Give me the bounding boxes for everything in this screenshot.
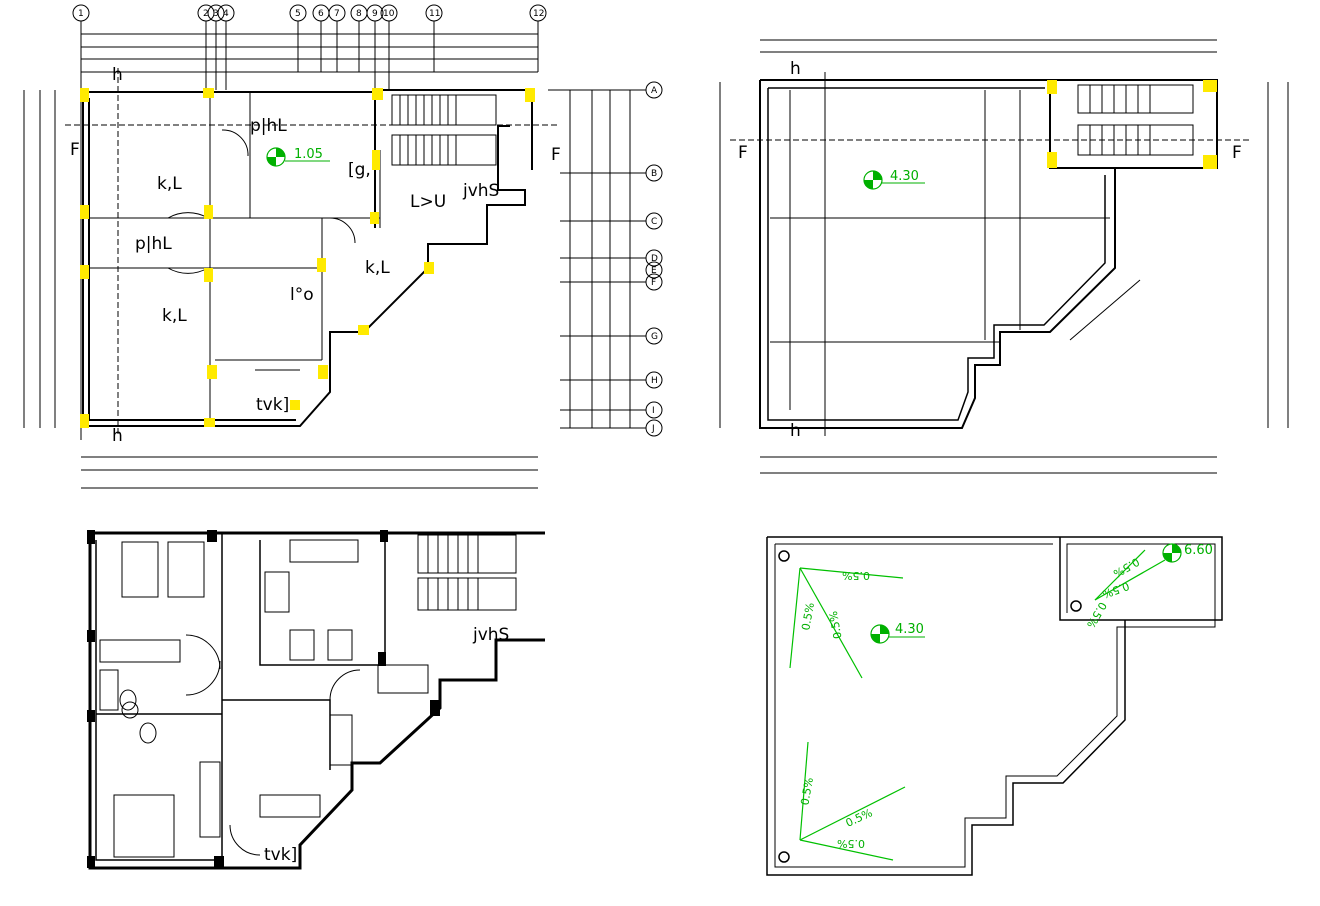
level-text-first: 1.05: [294, 147, 323, 162]
top-axis-labels: 1 2 3 4 5 6 7 8 9 10 11 12: [78, 9, 544, 19]
slope-label: 0.5%: [799, 602, 817, 632]
level-marker: [266, 147, 330, 167]
svg-text:7: 7: [334, 9, 340, 19]
svg-text:D: D: [651, 254, 658, 264]
furnished-columns: [87, 530, 440, 868]
svg-text:8: 8: [356, 9, 362, 19]
slope-label: 0.5%: [827, 610, 845, 640]
slope-label: 0.5%: [842, 569, 870, 582]
section-mark: h: [790, 59, 801, 79]
slope-arrows: [789, 549, 1166, 861]
room-label: tvk]: [256, 395, 289, 415]
room-label: p|hL: [135, 234, 172, 254]
roof-outline-plan: [719, 39, 1289, 474]
slope-label: 0.5%: [1084, 600, 1109, 631]
svg-text:11: 11: [429, 9, 440, 19]
section-mark: F: [738, 143, 748, 163]
room-label: p|hL: [250, 116, 287, 136]
section-mark: F: [1232, 143, 1242, 163]
svg-text:J: J: [651, 424, 655, 434]
svg-text:A: A: [651, 86, 658, 96]
svg-text:H: H: [651, 376, 658, 386]
room-label: k,L: [157, 174, 182, 194]
room-label: jvhS: [462, 181, 499, 201]
svg-text:F: F: [651, 278, 656, 288]
level-marker: [863, 170, 925, 190]
slope-label: 0.5%: [837, 837, 865, 850]
section-mark: h: [112, 426, 123, 446]
svg-text:9: 9: [372, 9, 378, 19]
svg-text:10: 10: [383, 9, 395, 19]
svg-text:E: E: [651, 266, 657, 276]
svg-text:3: 3: [213, 9, 219, 19]
roof-columns: [1047, 80, 1217, 169]
room-label: [g,: [348, 160, 371, 180]
svg-text:4: 4: [223, 9, 229, 19]
slope-label: 0.5%: [1100, 579, 1131, 601]
svg-text:G: G: [651, 332, 658, 342]
room-label: k,L: [162, 306, 187, 326]
svg-text:1: 1: [78, 9, 84, 19]
room-label: l°o: [290, 285, 314, 305]
slope-label: 0.5%: [798, 776, 816, 806]
svg-text:2: 2: [203, 9, 209, 19]
level-text-roof: 4.30: [890, 169, 919, 184]
dimensioned-floor-plan: [23, 4, 663, 489]
section-mark: h: [112, 65, 123, 85]
room-label: tvk]: [264, 845, 297, 865]
room-label: k,L: [365, 258, 390, 278]
stair-first-floor: [391, 94, 497, 166]
svg-text:C: C: [651, 217, 657, 227]
section-mark: F: [551, 145, 561, 165]
room-label: L>U: [410, 192, 446, 212]
svg-text:5: 5: [295, 9, 301, 19]
roof-drainage-plan: [766, 536, 1223, 876]
svg-text:12: 12: [533, 9, 544, 19]
level-text-stair: 6.60: [1184, 543, 1213, 558]
level-marker: [870, 543, 1182, 644]
top-grid-axes: [72, 4, 547, 22]
svg-text:B: B: [651, 169, 657, 179]
right-axis-labels: A B C D E F G H I J: [651, 86, 658, 434]
level-text-drainage: 4.30: [895, 622, 924, 637]
section-mark: F: [70, 140, 80, 160]
structural-columns: [80, 88, 535, 428]
section-mark: h: [790, 421, 801, 441]
room-label: jvhS: [472, 625, 509, 645]
svg-text:I: I: [652, 406, 655, 416]
svg-text:6: 6: [318, 9, 324, 19]
furnished-floor-plan: [88, 531, 545, 870]
